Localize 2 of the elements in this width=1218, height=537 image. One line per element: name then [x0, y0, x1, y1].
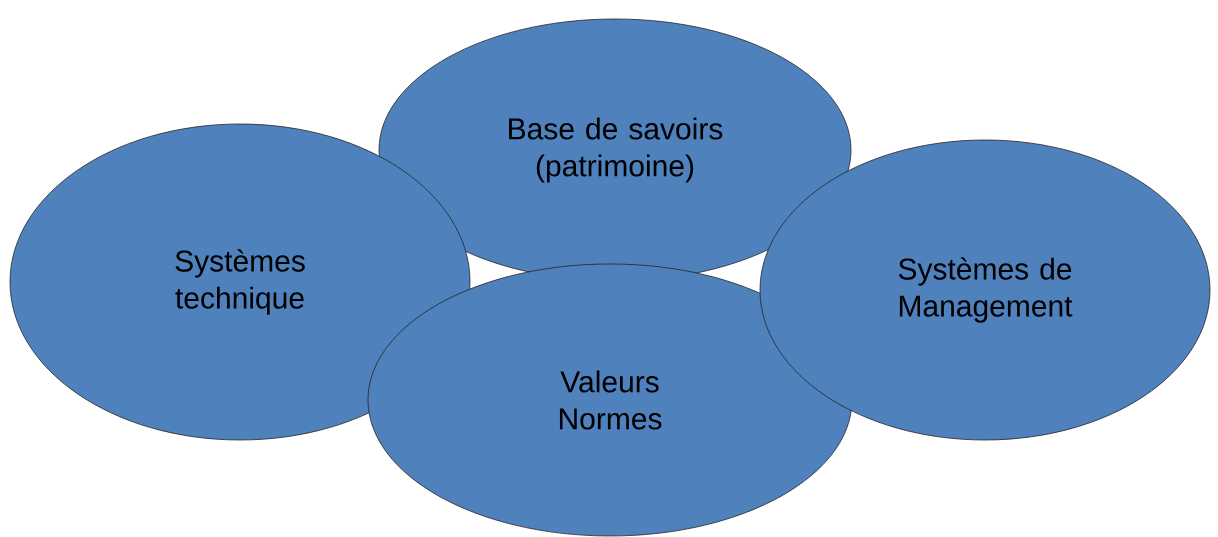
node-label: Valeurs Normes: [559, 370, 662, 430]
node-label: Systèmes de Management: [898, 257, 1073, 323]
